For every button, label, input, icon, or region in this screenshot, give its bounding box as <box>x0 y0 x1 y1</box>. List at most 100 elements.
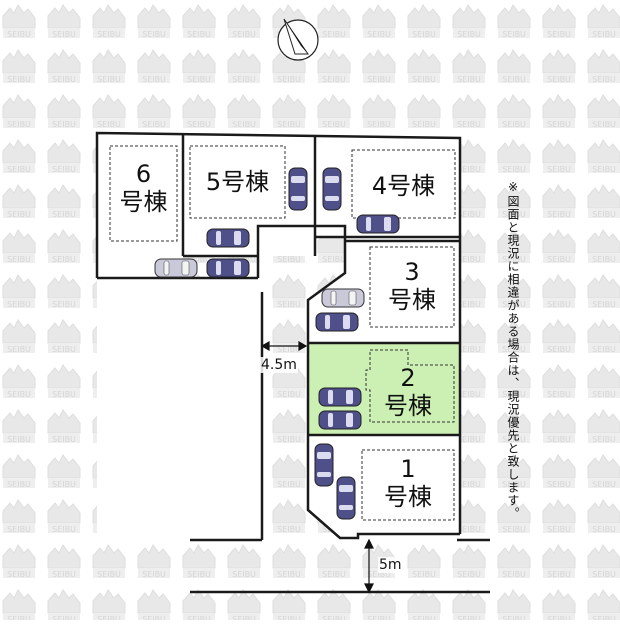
watermark-text: SEIBU <box>277 435 301 444</box>
watermark-text: SEIBU <box>592 480 616 489</box>
watermark-text: SEIBU <box>187 255 211 264</box>
watermark-text: SEIBU <box>367 75 391 84</box>
watermark-text: SEIBU <box>367 615 391 620</box>
watermark-text: SEIBU <box>547 615 571 620</box>
car-icon <box>315 312 359 332</box>
watermark-text: SEIBU <box>592 525 616 534</box>
car-icon <box>356 214 400 234</box>
watermark-text: SEIBU <box>592 570 616 579</box>
watermark-text: SEIBU <box>547 345 571 354</box>
lot-3-number: 3 <box>404 258 420 286</box>
watermark-text: SEIBU <box>277 570 301 579</box>
watermark-text: SEIBU <box>277 75 301 84</box>
watermark-text: SEIBU <box>277 480 301 489</box>
watermark-text: SEIBU <box>592 390 616 399</box>
watermark-text: SEIBU <box>457 165 481 174</box>
watermark-text: SEIBU <box>457 300 481 309</box>
watermark-text: SEIBU <box>547 120 571 129</box>
watermark-text: SEIBU <box>592 255 616 264</box>
watermark-text: SEIBU <box>52 570 76 579</box>
car-icon <box>314 443 334 487</box>
watermark-text: SEIBU <box>277 300 301 309</box>
watermark-text: SEIBU <box>457 570 481 579</box>
watermark-text: SEIBU <box>457 255 481 264</box>
watermark-text: SEIBU <box>592 435 616 444</box>
lot-4-label: 4号棟 <box>352 172 455 200</box>
watermark-text: SEIBU <box>457 345 481 354</box>
building-footprints <box>109 145 456 521</box>
lot-6-footprint <box>109 145 178 242</box>
watermark-text: SEIBU <box>142 30 166 39</box>
watermark-text: SEIBU <box>7 75 31 84</box>
lot-2-number: 2 <box>400 364 416 392</box>
road-edges <box>190 538 490 594</box>
watermark-text: SEIBU <box>502 435 526 444</box>
driveway-width-label: 4.5m <box>260 357 298 373</box>
lot-6-number: 6 <box>135 160 152 188</box>
watermark-text: SEIBU <box>7 210 31 219</box>
watermark-text: SEIBU <box>457 525 481 534</box>
watermark-text: SEIBU <box>367 120 391 129</box>
lot-2-label: 2 号棟 <box>366 364 450 420</box>
car-icon <box>154 258 198 278</box>
watermark-text: SEIBU <box>52 345 76 354</box>
watermark-text: SEIBU <box>97 615 121 620</box>
watermark-text: SEIBU <box>547 255 571 264</box>
lot-1-suffix: 号棟 <box>384 483 432 511</box>
watermark-text: SEIBU <box>457 120 481 129</box>
watermark-text: SEIBU <box>457 615 481 620</box>
car-icon <box>321 288 365 308</box>
watermark-text: SEIBU <box>592 345 616 354</box>
car-icon <box>336 476 356 520</box>
watermark-text: SEIBU <box>7 435 31 444</box>
watermark-text: SEIBU <box>52 300 76 309</box>
watermark-text: SEIBU <box>457 390 481 399</box>
watermark-text: SEIBU <box>592 75 616 84</box>
watermark-text: SEIBU <box>277 345 301 354</box>
watermark-text: SEIBU <box>592 300 616 309</box>
watermark-text: SEIBU <box>592 165 616 174</box>
watermark-text: SEIBU <box>7 525 31 534</box>
watermark-text: SEIBU <box>97 30 121 39</box>
watermark-text: SEIBU <box>142 615 166 620</box>
watermark-text: SEIBU <box>97 120 121 129</box>
dimension-arrows <box>260 340 374 594</box>
watermark-text: SEIBU <box>232 570 256 579</box>
car-icon <box>206 228 250 248</box>
watermark-text: SEIBU <box>187 570 211 579</box>
watermark-text: SEIBU <box>277 390 301 399</box>
watermark-text: SEIBU <box>547 75 571 84</box>
watermark-text: SEIBU <box>7 615 31 620</box>
watermark-text: SEIBU <box>412 75 436 84</box>
watermark-text: SEIBU <box>7 165 31 174</box>
lot-1-number: 1 <box>400 455 416 483</box>
watermark-text: SEIBU <box>277 120 301 129</box>
watermark-text: SEIBU <box>232 75 256 84</box>
watermark-text: SEIBU <box>7 30 31 39</box>
lot-2-suffix: 号棟 <box>384 392 432 420</box>
watermark-text: SEIBU <box>502 300 526 309</box>
watermark-text: SEIBU <box>367 570 391 579</box>
watermark-text: SEIBU <box>187 75 211 84</box>
watermark-text: SEIBU <box>502 30 526 39</box>
disclaimer-note: ※図面と現況に相違がある場合は、現況優先と致します。 <box>506 180 520 520</box>
lot-6-suffix: 号棟 <box>119 188 168 216</box>
watermark-text: SEIBU <box>7 300 31 309</box>
lot-outlines <box>95 131 462 540</box>
watermark-text: SEIBU <box>502 120 526 129</box>
watermark-text: SEIBU <box>52 75 76 84</box>
lot-1-footprint <box>361 449 455 521</box>
watermark-text: SEIBU <box>97 570 121 579</box>
watermark-text: SEIBU <box>412 120 436 129</box>
lot-6-area <box>97 133 183 278</box>
watermark-text: SEIBU <box>457 480 481 489</box>
car-icon <box>322 167 342 211</box>
lot-1-label: 1 号棟 <box>362 455 454 511</box>
watermark-text: SEIBU <box>547 165 571 174</box>
watermark-text: SEIBU <box>502 525 526 534</box>
watermark-text: SEIBU <box>412 615 436 620</box>
watermark-text: SEIBU <box>502 570 526 579</box>
car-icon <box>318 410 362 430</box>
watermark-text: SEIBU <box>412 30 436 39</box>
watermark-text: SEIBU <box>322 615 346 620</box>
